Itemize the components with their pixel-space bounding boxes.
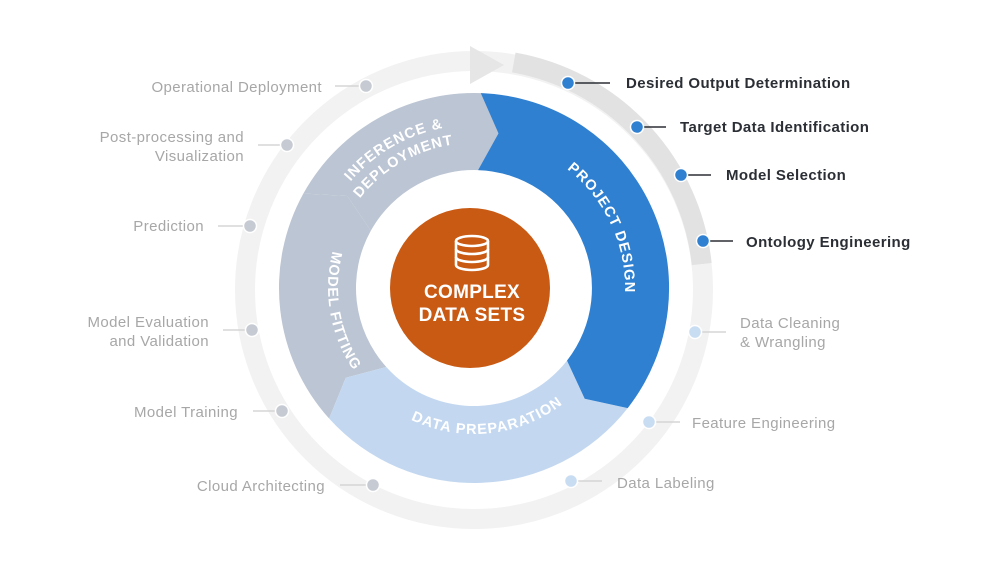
step-model-selection: Model Selection (726, 167, 847, 184)
step-dot (687, 324, 703, 340)
center-title-line2: DATA SETS (419, 305, 526, 326)
step-dot (695, 233, 711, 249)
step-ontology-engineering: Ontology Engineering (746, 234, 911, 251)
step-data-labeling: Data Labeling (617, 475, 715, 492)
step-connectors (218, 75, 733, 493)
segment-model-fitting (278, 193, 387, 419)
step-dot (242, 218, 258, 234)
step-dot (641, 414, 657, 430)
step-target-data-identification: Target Data Identification (680, 119, 870, 136)
step-dot (274, 403, 290, 419)
outer-ring-arrowhead (470, 46, 504, 84)
step-desired-output-determination: Desired Output Determination (626, 75, 851, 92)
step-post-processing-visualization: Post-processing and Visualization (99, 129, 244, 165)
step-operational-deployment: Operational Deployment (151, 79, 322, 96)
step-dot (365, 477, 381, 493)
database-icon (454, 234, 490, 272)
step-model-training: Model Training (134, 404, 238, 421)
step-data-cleaning-wrangling: Data Cleaning & Wrangling (740, 315, 841, 351)
segment-data-preparation (329, 360, 628, 484)
segment-project-design (478, 93, 670, 409)
step-dot (673, 167, 689, 183)
step-dot (629, 119, 645, 135)
step-model-evaluation-validation: Model Evaluation and Validation (87, 314, 209, 350)
step-dot (244, 322, 260, 338)
step-dot (279, 137, 295, 153)
step-prediction: Prediction (133, 218, 204, 235)
step-dot (358, 78, 374, 94)
center-title-line1: COMPLEX (424, 282, 520, 303)
step-cloud-architecting: Cloud Architecting (196, 478, 325, 495)
step-feature-engineering: Feature Engineering (692, 415, 836, 432)
step-dot (560, 75, 576, 91)
step-dot (563, 473, 579, 489)
center-circle (390, 208, 550, 368)
segment-inference-deployment (303, 93, 504, 231)
